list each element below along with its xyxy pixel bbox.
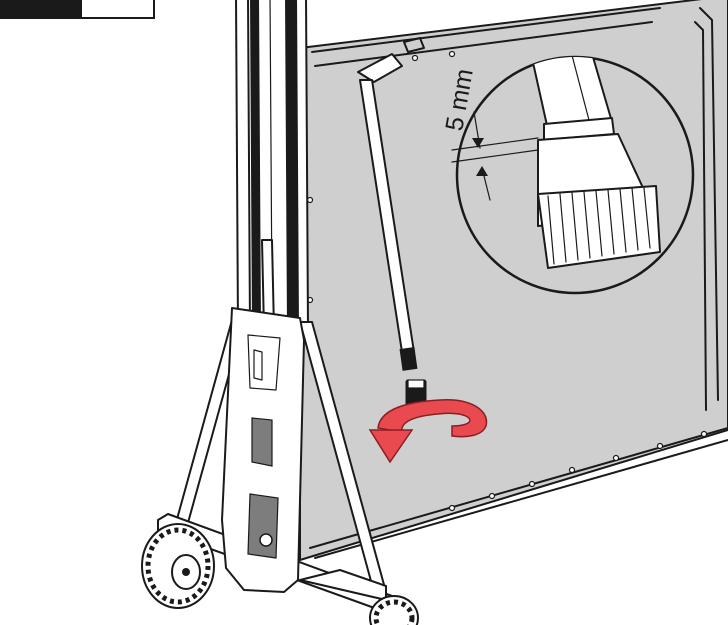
leg-body-detail bbox=[247, 334, 281, 391]
frame-rivets bbox=[306, 50, 708, 512]
leg-knob bbox=[259, 533, 273, 547]
wheel-left bbox=[141, 523, 215, 609]
leg-vent-lower bbox=[247, 493, 279, 559]
scale-bar bbox=[0, 0, 155, 19]
dimension-arrow-icon bbox=[451, 111, 539, 201]
magnified-detail bbox=[455, 55, 695, 295]
wheel-right bbox=[369, 595, 419, 625]
panel-frame-tube bbox=[311, 7, 719, 411]
curved-rotate-arrow-icon bbox=[368, 399, 488, 464]
leg-vent-upper bbox=[251, 417, 273, 467]
